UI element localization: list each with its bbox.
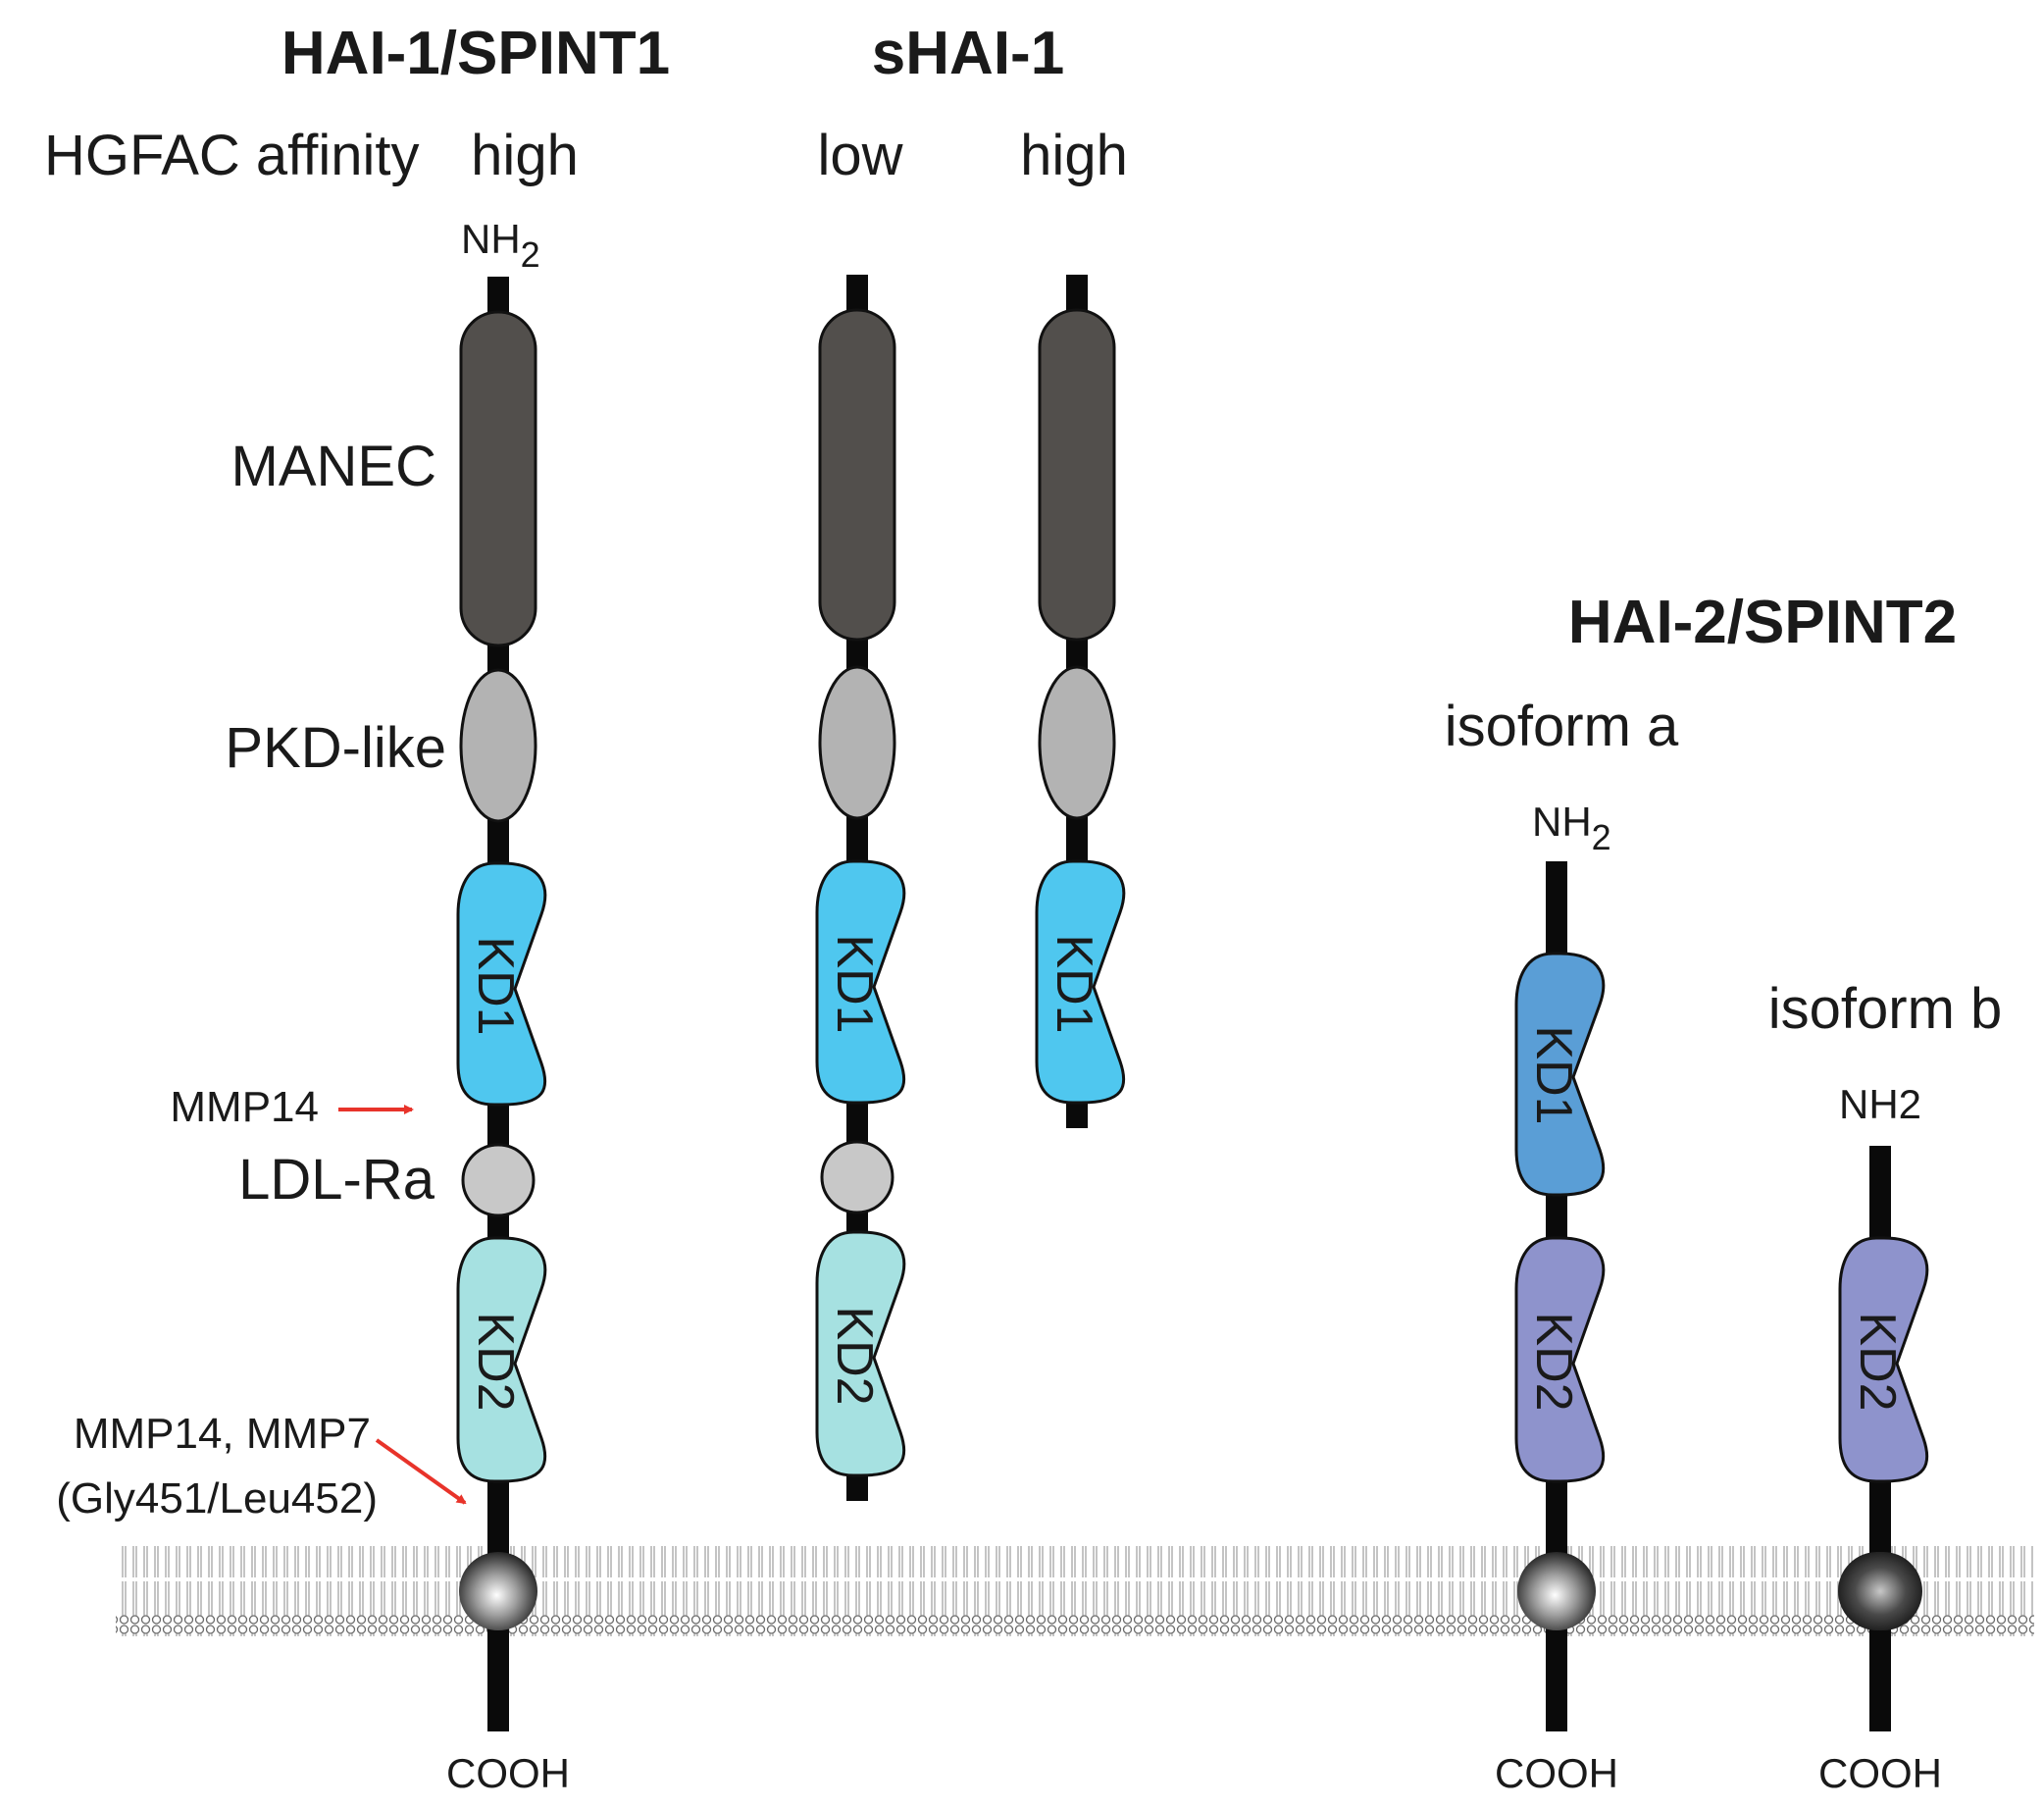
cleavage-site-label: (Gly451/Leu452) bbox=[56, 1474, 378, 1523]
pkd-like-label: PKD-like bbox=[225, 716, 446, 780]
affinity-shai1-high: high bbox=[1020, 124, 1128, 187]
hai2b-nh2-label: NH2 bbox=[1839, 1081, 1921, 1127]
hai2a-kd2-domain bbox=[1514, 1236, 1606, 1483]
hai2a-kd1-label: KD1 bbox=[1525, 1025, 1582, 1124]
hai2b-transmembrane-anchor bbox=[1838, 1552, 1922, 1630]
hai2b-cooh-label: COOH bbox=[1818, 1750, 1942, 1796]
affinity-shai1-low: low bbox=[817, 124, 903, 187]
hai2a-kd1-domain bbox=[1514, 952, 1606, 1197]
ldl-ra-label: LDL-Ra bbox=[238, 1148, 435, 1212]
hai2a-kd2-label: KD2 bbox=[1525, 1312, 1582, 1411]
hai1-kd1-domain bbox=[456, 861, 547, 1107]
hai1-kd2-label: KD2 bbox=[467, 1312, 524, 1411]
shai1-high-pkd-domain bbox=[1038, 665, 1116, 820]
hai2-isoform-a-protein: KD1 KD2 bbox=[1514, 861, 1606, 1731]
shai1-high-manec-domain bbox=[1038, 308, 1116, 642]
shai1-high-kd1-label: KD1 bbox=[1046, 934, 1102, 1033]
hai1-kd2-domain bbox=[456, 1236, 547, 1483]
hai1-ldl-domain bbox=[461, 1143, 536, 1217]
hai1-cooh-label: COOH bbox=[446, 1750, 570, 1796]
shai1-low-ldl-domain bbox=[820, 1140, 894, 1214]
shai1-high-protein: KD1 bbox=[1035, 275, 1126, 1128]
shai1-high-kd1-domain bbox=[1035, 859, 1126, 1105]
mmp14-mmp7-label: MMP14, MMP7 bbox=[74, 1410, 371, 1458]
mmp14-label: MMP14 bbox=[170, 1083, 319, 1131]
shai1-low-kd1-label: KD1 bbox=[826, 934, 883, 1033]
shai1-low-pkd-domain bbox=[818, 665, 896, 820]
title-shai1: sHAI-1 bbox=[872, 20, 1064, 87]
isoform-b-label: isoform b bbox=[1768, 977, 2003, 1041]
mmp14-mmp7-arrow bbox=[375, 1438, 467, 1505]
hai2a-nh2-label: NH2 bbox=[1532, 799, 1611, 857]
hai1-manec-domain bbox=[459, 310, 537, 647]
hai1-transmembrane-anchor bbox=[459, 1552, 537, 1630]
hai1-nh2-text: NH bbox=[461, 216, 521, 262]
hai1-nh2-label: NH2 bbox=[461, 216, 540, 275]
hai2b-kd2-label: KD2 bbox=[1849, 1312, 1906, 1411]
hai2-isoform-b-protein: KD2 bbox=[1838, 1146, 1929, 1731]
hai1-nh2-sub: 2 bbox=[521, 234, 540, 275]
hai1-pkd-domain bbox=[459, 668, 537, 823]
shai1-low-protein: KD1 KD2 bbox=[815, 275, 906, 1501]
shai1-low-kd1-domain bbox=[815, 859, 906, 1105]
cell-membrane bbox=[116, 1546, 2034, 1636]
shai1-low-manec-domain bbox=[818, 308, 896, 642]
hai2a-nh2-sub: 2 bbox=[1592, 817, 1611, 857]
hai1-protein: KD1 KD2 bbox=[456, 277, 547, 1731]
hai2a-cooh-label: COOH bbox=[1495, 1750, 1618, 1796]
shai1-low-kd2-label: KD2 bbox=[826, 1306, 883, 1405]
hai2a-transmembrane-anchor bbox=[1517, 1552, 1596, 1630]
hai2b-kd2-domain bbox=[1838, 1236, 1929, 1483]
isoform-a-label: isoform a bbox=[1445, 695, 1679, 758]
shai1-low-kd2-domain bbox=[815, 1230, 906, 1477]
hai1-kd1-label: KD1 bbox=[467, 936, 524, 1035]
title-hai2: HAI-2/SPINT2 bbox=[1568, 589, 1957, 656]
manec-label: MANEC bbox=[231, 435, 436, 498]
affinity-label: HGFAC affinity bbox=[44, 124, 420, 187]
hai2a-nh2-text: NH bbox=[1532, 799, 1592, 845]
affinity-hai1: high bbox=[471, 124, 579, 187]
title-hai1: HAI-1/SPINT1 bbox=[281, 20, 670, 87]
